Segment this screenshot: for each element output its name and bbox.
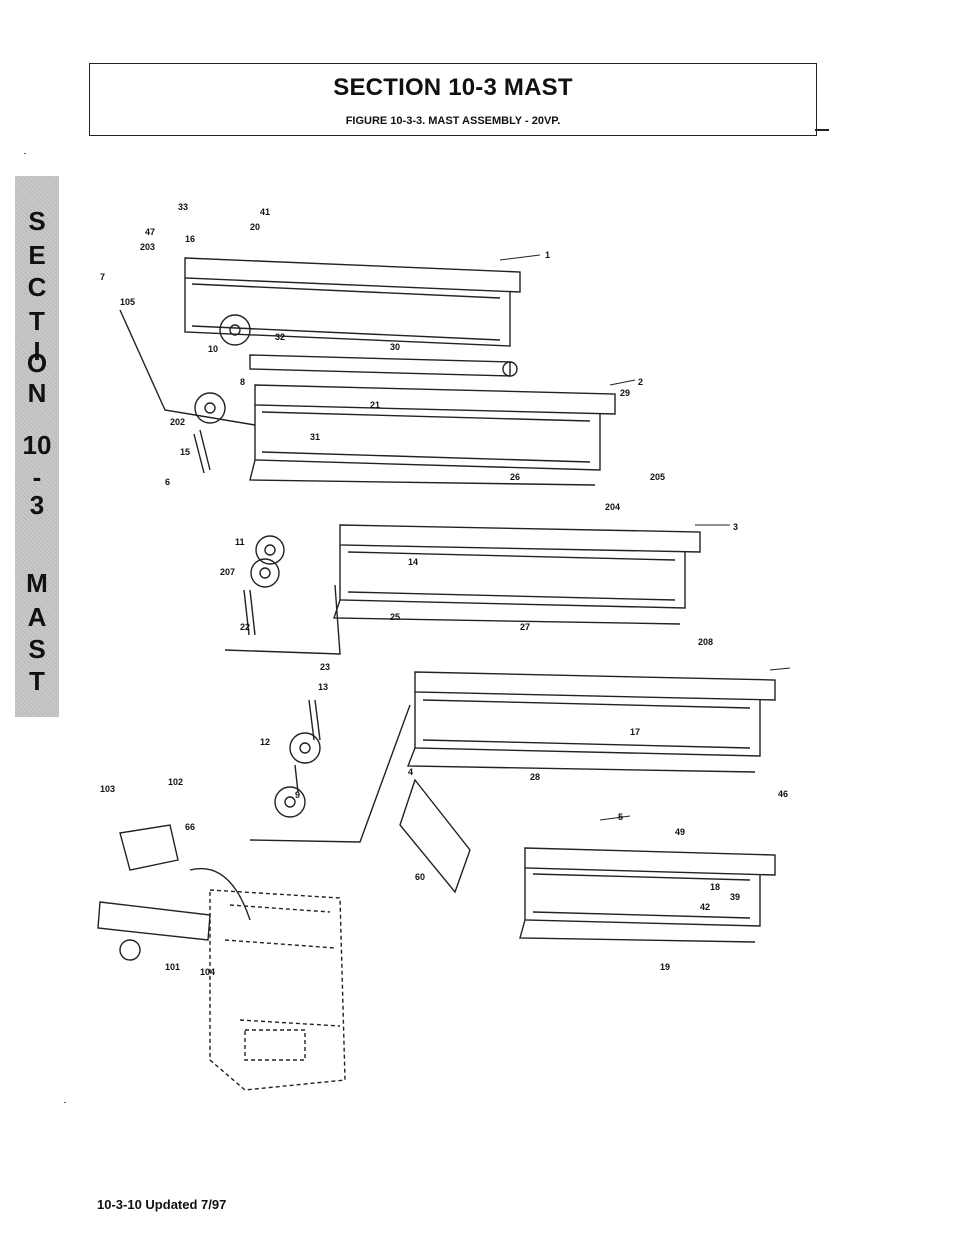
callout-7: 7: [100, 272, 105, 282]
callout-47: 47: [145, 227, 155, 237]
callout-5: 5: [618, 812, 623, 822]
sheave-lower-b: [274, 786, 306, 818]
sheave-left: [194, 392, 226, 424]
callout-41: 41: [260, 207, 270, 217]
mount-bracket: [119, 824, 179, 871]
callout-102: 202: [170, 417, 185, 427]
panel-55: [399, 778, 471, 894]
callout-21: 21: [370, 400, 380, 410]
tab-letter: A: [27, 602, 47, 632]
tab-letter: E: [28, 240, 46, 270]
tab-letter: 3: [29, 490, 45, 520]
chassis-outline: [209, 889, 346, 1091]
callout-32: 32: [275, 332, 285, 342]
tab-letter: O: [26, 348, 48, 378]
page-footer: 10-3-10 Updated 7/97: [97, 1197, 227, 1212]
callout-18: 18: [710, 882, 720, 892]
callout-27: 27: [520, 622, 530, 632]
callout-104: 204: [605, 502, 620, 512]
callout-49: 49: [675, 827, 685, 837]
callout-8: 8: [240, 377, 245, 387]
callout-12: 12: [260, 737, 270, 747]
lift-cylinder: [249, 354, 511, 377]
sheave-top: [219, 314, 251, 346]
callout-65: 103: [100, 784, 115, 794]
callout-30: 30: [390, 342, 400, 352]
callout-46: 46: [778, 789, 788, 799]
callout-17: 17: [630, 727, 640, 737]
callout-11: 11: [235, 537, 245, 547]
callout-1: 1: [545, 250, 550, 260]
pointer-arrow: [189, 868, 251, 921]
callout-33: 33: [178, 202, 188, 212]
callout-9: 9: [295, 790, 300, 800]
callout-16: 16: [185, 234, 195, 244]
callout-103: 203: [140, 242, 155, 252]
side-tab-letters: S E C T I O N 10 - 3 M A S T: [15, 176, 59, 717]
header-box: SECTION 10-3 MAST FIGURE 10-3-3. MAST AS…: [89, 63, 817, 136]
callout-23: 23: [320, 662, 330, 672]
callout-63: 101: [165, 962, 180, 972]
callout-62: 66: [185, 822, 195, 832]
callout-10: 10: [208, 344, 218, 354]
mast-rail-2: [254, 384, 616, 415]
mast-rail-1: [184, 257, 521, 293]
callout-4: 4: [408, 767, 413, 777]
callout-66: 104: [200, 967, 215, 977]
section-title: SECTION 10-3 MAST: [333, 74, 573, 101]
tab-letter: S: [28, 206, 46, 236]
header-tick: [815, 129, 829, 131]
callout-13: 13: [318, 682, 328, 692]
mast-rail-4: [414, 671, 776, 701]
callout-28: 28: [530, 772, 540, 782]
callout-64: 102: [168, 777, 183, 787]
tab-letter: -: [32, 462, 42, 492]
callout-20: 20: [250, 222, 260, 232]
mast-assembly-drawing: 1 2 3 4 5 6 7 8 9 10 11 12 13 14 15 16 1…: [97, 202, 791, 1091]
sheave-lower-a: [289, 732, 321, 764]
callout-42: 42: [700, 902, 710, 912]
sheave-mid-a: [255, 535, 285, 565]
callout-19: 19: [660, 962, 670, 972]
tab-letter: N: [27, 378, 47, 408]
section-side-tab: S E C T I O N 10 - 3 M A S T: [15, 176, 59, 717]
callout-39: 39: [730, 892, 740, 902]
callout-202: 207: [220, 567, 235, 577]
callout-14: 14: [408, 557, 418, 567]
tab-letter: C: [27, 272, 47, 302]
callout-22: 22: [240, 622, 250, 632]
callout-55: 60: [415, 872, 425, 882]
callout-26: 26: [510, 472, 520, 482]
tab-letter: I: [33, 336, 41, 366]
tab-letter: T: [29, 666, 45, 696]
callout-6: 6: [165, 477, 170, 487]
switch-motor: [97, 901, 211, 941]
mast-rail-5: [524, 847, 776, 876]
tab-letter: M: [26, 568, 48, 598]
figure-title: FIGURE 10-3-3. MAST ASSEMBLY - 20VP.: [345, 115, 561, 127]
callout-31: 31: [310, 432, 320, 442]
mast-rail-3: [339, 524, 701, 553]
callout-25: 25: [390, 612, 400, 622]
scan-speck: [64, 1102, 66, 1103]
scan-speck: [24, 153, 26, 154]
tab-letter: 10: [22, 430, 52, 460]
tab-letter: T: [29, 306, 45, 336]
sheave-mid-b: [250, 558, 280, 588]
callout-2: 2: [638, 377, 643, 387]
tab-letter: S: [28, 634, 46, 664]
callout-203: 208: [698, 637, 713, 647]
callout-105: 205: [650, 472, 665, 482]
callout-labels: 1 2 3 4 5 6 7 8 9 10 11 12 13 14 15 16 1…: [100, 202, 788, 977]
callout-15: 15: [180, 447, 190, 457]
callout-29: 29: [620, 388, 630, 398]
callout-101: 105: [120, 297, 135, 307]
callout-3: 3: [733, 522, 738, 532]
